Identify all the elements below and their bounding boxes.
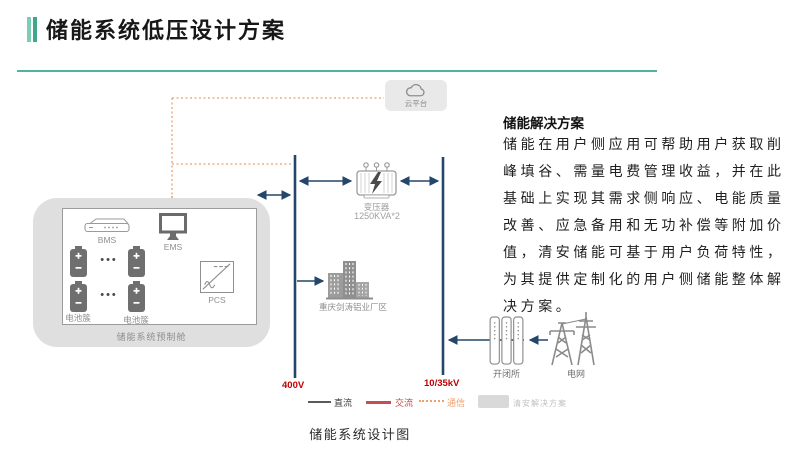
battery-icon [128, 246, 145, 277]
factory-label: 重庆剑涛铝业厂区 [318, 302, 387, 312]
header-divider [17, 70, 657, 72]
bms-label: BMS [97, 235, 117, 245]
bms-icon [84, 218, 130, 233]
legend-ac-label: 交流 [395, 398, 414, 408]
legend-comm-label: 通信 [447, 398, 466, 408]
legend-dc-label: 直流 [334, 398, 353, 408]
battery-icon [70, 246, 87, 277]
legend-ac-line [366, 401, 391, 404]
battery-cluster-label: 电池簇 [65, 313, 91, 323]
transformer-rating: 1250KVA*2 [354, 211, 400, 221]
legend-solution-label: 清安解决方案 [513, 399, 567, 408]
diagram-caption: 储能系统设计图 [309, 427, 411, 442]
transformer-label: 变压器 [363, 202, 390, 212]
pcs-symbol [202, 263, 231, 290]
legend-dc-line [308, 401, 331, 403]
battery-icon [128, 281, 145, 312]
legend-solution-swatch [478, 395, 509, 408]
transformer-icon [356, 162, 397, 199]
hv-voltage-label: 10/35kV [424, 378, 460, 389]
solution-body-text: 储能在用户侧应用可帮助用户获取削峰填谷、需量电费管理收益，并在此基础上实现其需求… [503, 136, 785, 314]
power-grid-label: 电网 [566, 369, 585, 379]
cloud-icon [405, 83, 425, 96]
ems-icon [159, 213, 187, 240]
title-accent-bar [27, 17, 31, 42]
pcs-label: PCS [208, 295, 226, 305]
title-accent-bar [33, 17, 37, 42]
battery-cluster-label: 电池簇 [123, 315, 149, 325]
power-grid-icon [549, 312, 596, 366]
battery-icon [70, 281, 87, 312]
cloud-platform-card: 云平台 [385, 80, 447, 111]
lv-voltage-label: 400V [282, 380, 305, 391]
page-title: 储能系统低压设计方案 [46, 18, 287, 43]
battery-ellipsis: ••• [100, 254, 118, 266]
ems-label: EMS [163, 242, 183, 252]
pcs-icon [200, 261, 234, 293]
battery-ellipsis: ••• [100, 289, 118, 301]
legend-comm-line [419, 400, 444, 402]
solution-heading: 储能解决方案 [503, 116, 584, 131]
switch-station-icon [489, 316, 524, 365]
storage-cabin-label: 储能系统预制舱 [116, 332, 187, 342]
switch-station-label: 开闭所 [492, 369, 520, 379]
cloud-platform-label: 云平台 [404, 98, 428, 108]
factory-icon [326, 261, 373, 300]
